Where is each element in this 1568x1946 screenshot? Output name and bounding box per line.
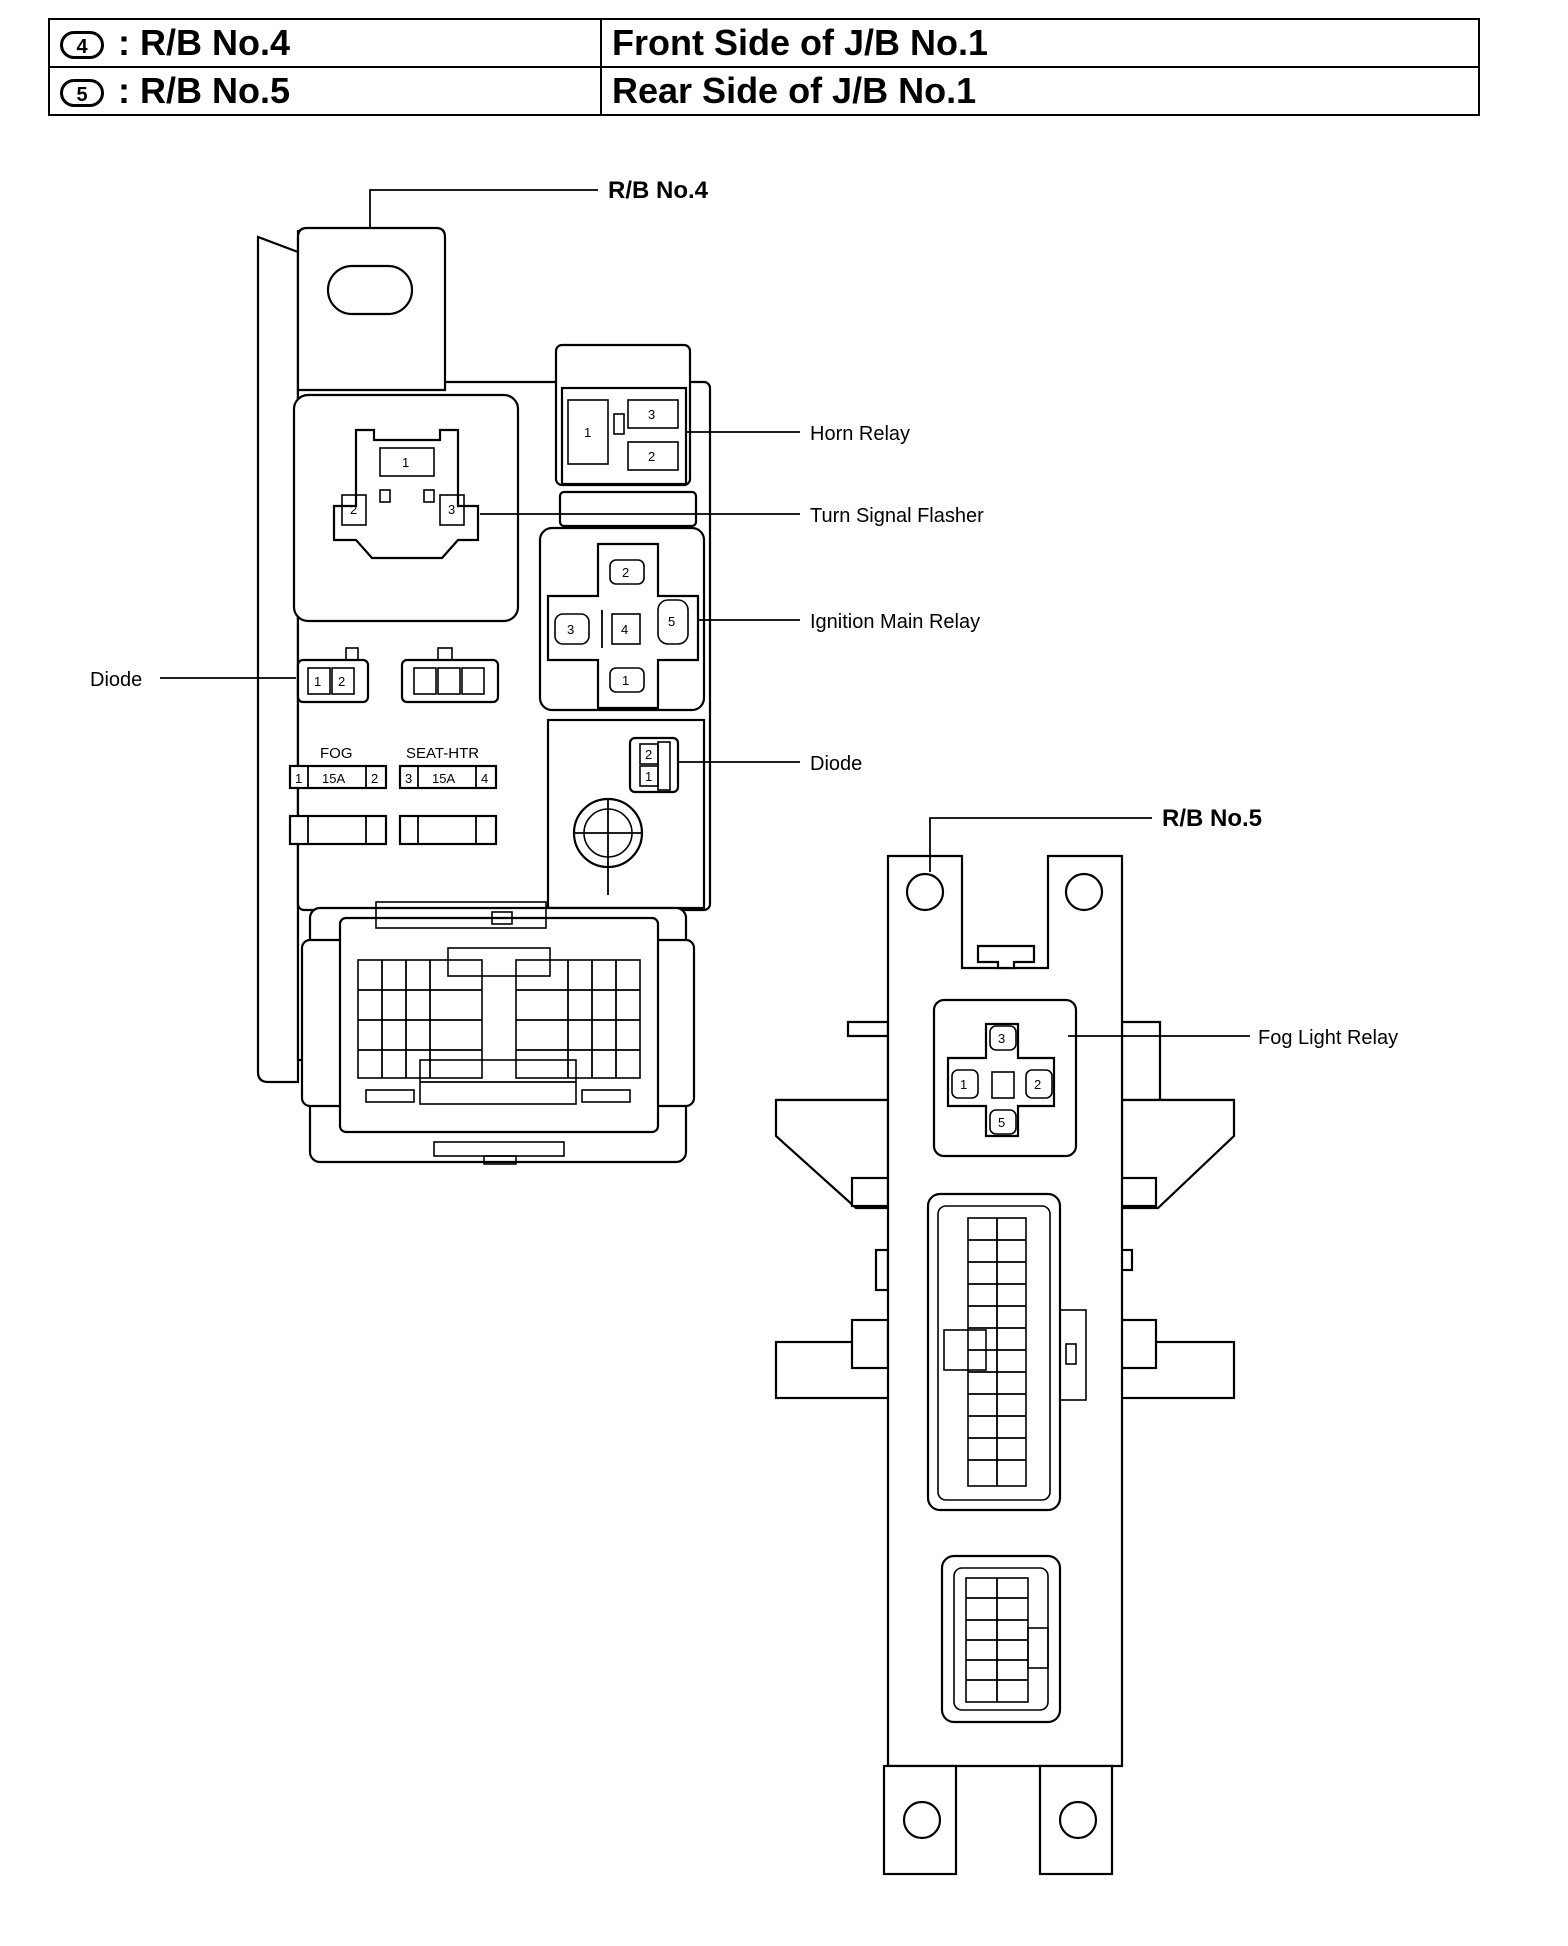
fuse-fog-pin-b: 2 [371, 771, 378, 786]
header-rb5-text: : R/B No.5 [118, 70, 291, 111]
header-cell-front-side: Front Side of J/B No.1 [600, 18, 1480, 68]
rb4-block: 1 2 3 1 2 FOG SEAT-HTR 1 15A 2 3 15A 4 [256, 226, 712, 1165]
fuse-fog-label: FOG [320, 745, 353, 762]
fuse-seat-htr-rating: 15A [432, 771, 455, 786]
fuse-fog-rating: 15A [322, 771, 345, 786]
ignition-main-relay-label: Ignition Main Relay [810, 611, 980, 633]
header-table: 4 : R/B No.4 Front Side of J/B No.1 5 : R/… [48, 18, 1480, 116]
flasher-pin-3: 3 [448, 502, 455, 517]
fog-light-relay-label: Fog Light Relay [1258, 1027, 1398, 1049]
ignition-relay-pin-1: 1 [622, 673, 629, 688]
rb4-label: R/B No.4 [608, 177, 709, 204]
header-row-4: 4 : R/B No.4 Front Side of J/B No.1 [48, 18, 1480, 68]
fog-relay-pin-1: 1 [960, 1077, 967, 1092]
ignition-relay-pin-3: 3 [567, 622, 574, 637]
header-rb4-text: : R/B No.4 [118, 22, 291, 63]
ignition-relay-pin-2: 2 [622, 565, 629, 580]
fuse-fog-pin-a: 1 [295, 771, 302, 786]
horn-relay-label: Horn Relay [810, 423, 910, 445]
ignition-relay-pin-4: 4 [621, 622, 628, 637]
horn-relay-pin-2: 2 [648, 449, 655, 464]
flasher-pin-2: 2 [350, 502, 357, 517]
diode-left-pin-1: 1 [314, 674, 321, 689]
turn-signal-flasher-label: Turn Signal Flasher [810, 505, 984, 527]
fuse-seat-htr-pin-b: 4 [481, 771, 488, 786]
connector-number-badge: 5 [60, 79, 104, 108]
header-cell-rear-side: Rear Side of J/B No.1 [600, 66, 1480, 116]
fuse-seat-htr-pin-a: 3 [405, 771, 412, 786]
header-row-5: 5 : R/B No.5 Rear Side of J/B No.1 [48, 66, 1480, 116]
fog-relay-pin-5: 5 [998, 1115, 1005, 1130]
flasher-pin-1: 1 [402, 455, 409, 470]
rb5-block: 3 1 2 5 [774, 854, 1236, 1876]
diode-right-label: Diode [810, 753, 862, 775]
fuse-seat-htr-label: SEAT-HTR [406, 745, 479, 762]
horn-relay-pin-1: 1 [584, 425, 591, 440]
diode-left-pin-2: 2 [338, 674, 345, 689]
header-cell-rb4: 4 : R/B No.4 [48, 18, 602, 68]
ignition-relay-pin-5: 5 [668, 614, 675, 629]
fog-relay-pin-2: 2 [1034, 1077, 1041, 1092]
diode-right-pin-2: 2 [645, 747, 652, 762]
diode-right-pin-1: 1 [645, 769, 652, 784]
connector-number-badge: 4 [60, 31, 104, 60]
fog-relay-pin-3: 3 [998, 1031, 1005, 1046]
rb5-label: R/B No.5 [1162, 805, 1262, 832]
horn-relay-pin-3: 3 [648, 407, 655, 422]
header-cell-rb5: 5 : R/B No.5 [48, 66, 602, 116]
diode-left-label: Diode [90, 669, 142, 691]
